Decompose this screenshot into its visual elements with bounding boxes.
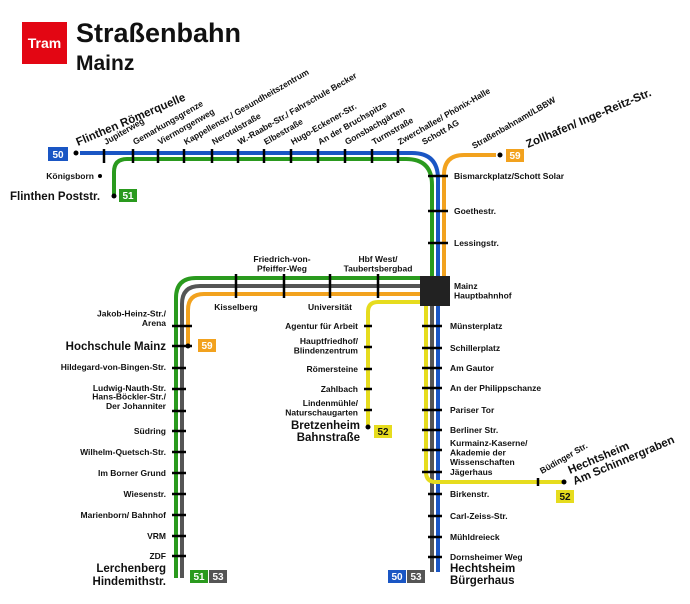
station-koenigsborn: Königsborn	[46, 171, 94, 181]
tram-logo-text: Tram	[28, 35, 61, 51]
badge-51-bottom-label: 51	[193, 572, 205, 583]
station-east-1: Goethestr.	[454, 206, 496, 216]
station-bretz-1: Hauptfriedhof/Blindenzentrum	[294, 336, 359, 356]
station-labels: KönigsbornJupiterwegGemarkungsgrenzeVier…	[46, 67, 589, 562]
badge-51-bottom	[190, 570, 208, 583]
station-west-4: Südring	[134, 426, 166, 436]
station-west-5: Wilhelm-Quetsch-Str.	[80, 447, 166, 457]
badge-53-west	[209, 570, 227, 583]
badge-59-top	[506, 149, 524, 162]
station-ticks	[102, 149, 540, 559]
station-south-7: Jägerhaus	[450, 467, 493, 477]
station-south-2: Am Gautor	[450, 363, 495, 373]
station-mid-upper-1: Hbf West/Taubertsbergbad	[344, 254, 413, 274]
line-badges: 50 51 59 59 52 52 51 53 50 53	[48, 147, 574, 583]
terminus-zollhafen: Zollhafen/ Inge-Reitz-Str.	[524, 87, 653, 151]
station-bretz-4: Lindenmühle/Naturschaugarten	[285, 398, 358, 418]
badge-51-top	[119, 189, 137, 202]
station-south-end-0: Birkenstr.	[450, 489, 489, 499]
station-bretz-3: Zahlbach	[321, 384, 358, 394]
badge-52-bretz-label: 52	[377, 427, 389, 438]
badge-51-top-label: 51	[122, 191, 134, 202]
line-51-path	[112, 157, 434, 578]
station-south-end-2: Mühldreieck	[450, 532, 500, 542]
hbf-interchange-block	[420, 276, 450, 306]
station-mid-lower-0: Kisselberg	[214, 302, 257, 312]
station-south-5: Berliner Str.	[450, 425, 498, 435]
station-west-6: Im Borner Grund	[98, 468, 166, 478]
map-subtitle: Mainz	[76, 52, 134, 75]
map-title: Straßenbahn	[76, 18, 241, 48]
badge-50-top	[48, 147, 68, 161]
station-west-7: Wiesenstr.	[124, 489, 166, 499]
terminus-hochschule: Hochschule Mainz	[66, 341, 167, 353]
badge-53-east	[407, 570, 425, 583]
badge-52-east	[556, 490, 574, 503]
badge-52-east-label: 52	[559, 492, 571, 503]
terminus-dots	[73, 150, 567, 485]
station-south-end-1: Carl-Zeiss-Str.	[450, 511, 508, 521]
station-bretz-2: Römersteine	[307, 364, 359, 374]
station-west-0: Jakob-Heinz-Str./Arena	[97, 309, 167, 329]
station-south-0: Münsterplatz	[450, 321, 502, 331]
station-south-3: An der Philippschanze	[450, 383, 541, 393]
line-50-path	[80, 151, 440, 572]
tram-logo	[22, 22, 67, 64]
badge-53-east-label: 53	[410, 572, 422, 583]
station-south-4: Pariser Tor	[450, 405, 495, 415]
station-south-1: Schillerplatz	[450, 343, 500, 353]
badge-50-bottom-label: 50	[391, 572, 403, 583]
station-east-0: Bismarckplatz/Schott Solar	[454, 171, 565, 181]
badge-50-bottom	[388, 570, 406, 583]
station-west-3: Hans-Böckler-Str./Der Johanniter	[92, 392, 166, 412]
badge-53-west-label: 53	[212, 572, 224, 583]
station-mid-upper-0: Friedrich-von-Pfeiffer-Weg	[253, 254, 310, 274]
station-west-1: Hildegard-von-Bingen-Str.	[61, 362, 166, 372]
badge-59-top-label: 59	[509, 151, 521, 162]
terminus-poststr: Flinthen Poststr.	[10, 191, 100, 203]
station-bretz-0: Agentur für Arbeit	[285, 321, 358, 331]
terminus-schinnergraben: HechtsheimAm Schinnergraben	[566, 423, 676, 488]
station-west-8: Marienborn/ Bahnhof	[81, 510, 167, 520]
station-west-2: Ludwig-Nauth-Str.	[93, 383, 166, 393]
line-59-path	[186, 153, 496, 345]
station-mid-lower-1: Universität	[308, 302, 352, 312]
badge-50-top-label: 50	[52, 150, 64, 161]
station-west-10: ZDF	[149, 551, 166, 561]
header: Tram Straßenbahn Mainz	[22, 18, 241, 75]
station-east-2: Lessingstr.	[454, 238, 499, 248]
badge-59-west	[198, 339, 216, 352]
station-west-9: VRM	[147, 531, 166, 541]
badge-59-west-label: 59	[201, 341, 213, 352]
station-south-end-3: Dornsheimer Weg	[450, 552, 523, 562]
badge-52-bretz	[374, 425, 392, 438]
